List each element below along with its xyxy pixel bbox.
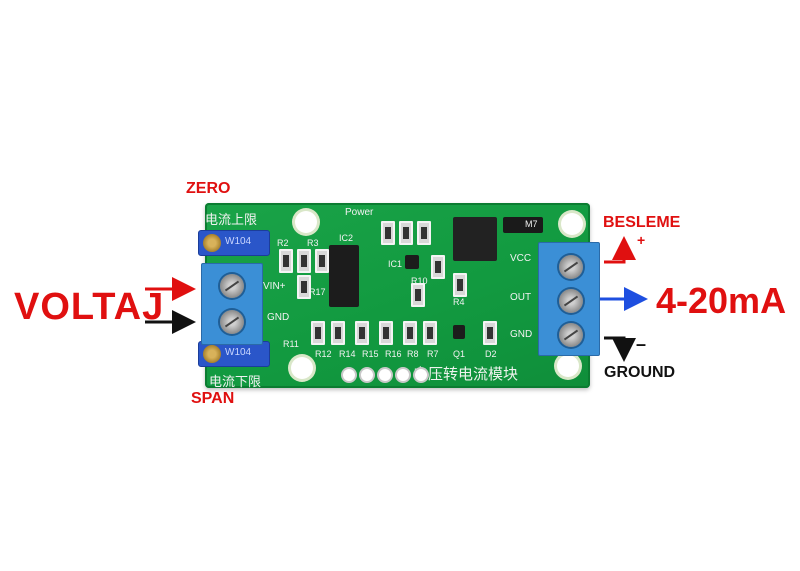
m7-diode: M7 [503,217,543,233]
resistor [311,321,325,345]
r8-text: R8 [407,349,419,359]
resistor [331,321,345,345]
r16-text: R16 [385,349,402,359]
q1-transistor [453,325,465,339]
pot-adjust-screw[interactable] [203,234,221,252]
ic1-chip [405,255,419,269]
gnd-right-text: GND [510,329,533,340]
r7-text: R7 [427,349,439,359]
pot-top-text: W104 [225,236,252,247]
resistor [431,255,445,279]
vin-plus-screw[interactable] [220,274,244,298]
resistor [423,321,437,345]
lower-limit-text: 电流下限 [209,375,262,390]
board-title: 电压转电流模块 [413,365,519,383]
gnd-input-screw[interactable] [220,310,244,334]
d2-text: D2 [485,349,497,359]
r15-text: R15 [362,349,379,359]
pot-bottom-text: W104 [225,347,252,358]
besleme-label: BESLEME [603,214,681,231]
zero-potentiometer[interactable]: W104 [198,230,270,256]
ground-label: GROUND [604,364,676,381]
output-current-label: 4-20mA [656,280,787,321]
gnd-left-text: GND [267,312,290,323]
r10-text: R10 [411,276,428,286]
r14-text: R14 [339,349,356,359]
ic2-chip [329,245,359,307]
ic1-text: IC1 [388,259,403,269]
resistor [399,221,413,245]
resistor [315,249,329,273]
resistor [297,275,311,299]
mounting-hole [557,355,579,377]
plus-label: + [637,232,646,248]
r4-text: R4 [453,297,465,307]
resistor [403,321,417,345]
resistor [355,321,369,345]
header-pin [397,369,409,381]
r17-text: R17 [309,287,326,297]
vcc-text: VCC [510,253,532,264]
voltage-regulator [453,217,497,261]
span-label: SPAN [191,390,235,407]
vcc-screw[interactable] [559,255,583,279]
m7-text: M7 [525,219,538,229]
header-pin [415,369,427,381]
header-pin [379,369,391,381]
mounting-hole [295,211,317,233]
q1-text: Q1 [453,349,466,359]
r3-text: R3 [307,238,319,248]
zero-label: ZERO [186,180,231,197]
ic2-text: IC2 [339,233,354,243]
ground-arrow [604,336,636,362]
resistor [453,273,467,297]
upper-limit-text: 电流上限 [205,213,258,228]
resistor [381,221,395,245]
span-potentiometer[interactable]: W104 [198,341,270,367]
resistor [379,321,393,345]
resistor [483,321,497,345]
minus-label: – [636,334,647,354]
mounting-hole [561,213,583,235]
r2-text: R2 [277,238,289,248]
r11-text: R11 [283,339,299,349]
supply-arrow [604,236,636,264]
resistor [297,249,311,273]
r12-text: R12 [315,349,332,359]
voltaj-label: VOLTAJ [14,286,165,328]
vin-plus-text: VIN+ [263,281,286,292]
output-terminal-block [538,242,600,356]
power-text: Power [345,207,374,218]
resistor [279,249,293,273]
header-pin [343,369,355,381]
input-terminal-block [201,263,263,345]
out-text: OUT [510,292,532,303]
resistor [417,221,431,245]
gnd-output-screw[interactable] [559,323,583,347]
resistor [411,283,425,307]
mounting-hole [291,357,313,379]
header-pin [361,369,373,381]
pot-adjust-screw[interactable] [203,345,221,363]
out-screw[interactable] [559,289,583,313]
